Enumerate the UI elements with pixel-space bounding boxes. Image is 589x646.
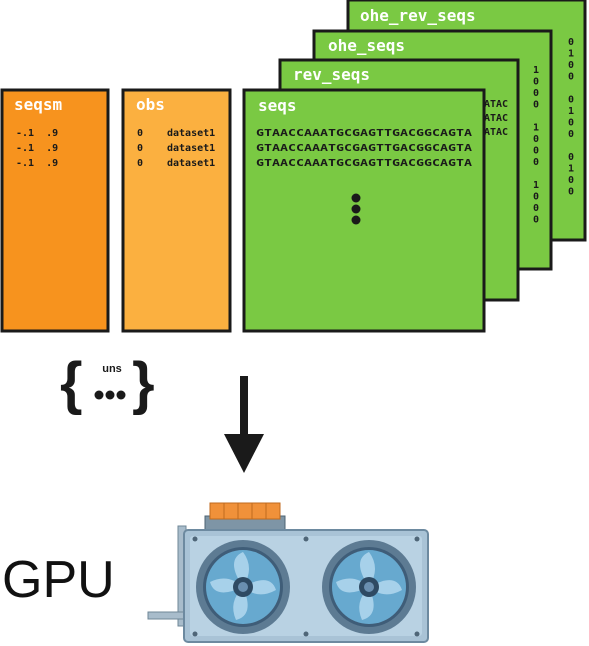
seqsm-row: -.1 .9 [16, 128, 58, 139]
uns-group: { } uns [60, 351, 155, 416]
seqs-sheet: seqs GTAACCAAATGCGAGTTGACGGCAGTA GTAACCA… [242, 88, 486, 333]
seqsm-title: seqsm [14, 95, 63, 114]
one-hot-digit: 0 [568, 152, 574, 163]
one-hot-digit: 0 [533, 134, 539, 145]
rev-seqs-title: rev_seqs [293, 65, 370, 84]
one-hot-digit: 0 [568, 37, 574, 48]
one-hot-digit: 0 [568, 129, 574, 140]
fan-icon [322, 540, 416, 634]
close-brace: } [132, 351, 155, 416]
one-hot-digit: 1 [568, 49, 574, 60]
one-hot-digit: 0 [533, 100, 539, 111]
obs-index: 0 [137, 143, 143, 154]
one-hot-digit: 0 [568, 175, 574, 186]
seqs-row: GTAACCAAATGCGAGTTGACGGCAGTA [256, 158, 472, 169]
rev-seqs-row: ATAC [484, 99, 508, 110]
seqsm-sheet: seqsm -.1 .9 -.1 .9 -.1 .9 [0, 88, 110, 333]
gpu-card-icon [147, 502, 429, 643]
seqsm-row: -.1 .9 [16, 158, 58, 169]
obs-title: obs [136, 95, 165, 114]
one-hot-digit: 0 [533, 157, 539, 168]
one-hot-digit: 1 [568, 106, 574, 117]
one-hot-digit: 0 [533, 192, 539, 203]
one-hot-digit: 0 [568, 187, 574, 198]
seqsm-row: -.1 .9 [16, 143, 58, 154]
seqs-title: seqs [258, 96, 297, 115]
vertical-ellipsis-icon [351, 193, 361, 225]
obs-index: 0 [137, 158, 143, 169]
one-hot-digit: 0 [533, 203, 539, 214]
horizontal-ellipsis-icon [94, 390, 126, 400]
one-hot-digit: 1 [568, 164, 574, 175]
one-hot-digit: 0 [533, 77, 539, 88]
one-hot-digit: 0 [533, 146, 539, 157]
open-brace: { [60, 351, 83, 416]
one-hot-digit: 0 [568, 95, 574, 106]
one-hot-digit: 0 [533, 215, 539, 226]
obs-value: dataset1 [167, 143, 215, 154]
uns-label: uns [102, 363, 122, 375]
obs-value: dataset1 [167, 158, 215, 169]
one-hot-digit: 0 [568, 118, 574, 129]
down-arrow-icon [224, 376, 264, 473]
one-hot-digit: 0 [568, 72, 574, 83]
seqs-row: GTAACCAAATGCGAGTTGACGGCAGTA [256, 143, 472, 154]
one-hot-digit: 0 [568, 60, 574, 71]
gpu-label: GPU [2, 551, 115, 609]
obs-index: 0 [137, 128, 143, 139]
obs-value: dataset1 [167, 128, 215, 139]
ohe-seqs-title: ohe_seqs [328, 36, 405, 55]
one-hot-digit: 1 [533, 65, 539, 76]
one-hot-digit: 0 [533, 88, 539, 99]
seqs-row: GTAACCAAATGCGAGTTGACGGCAGTA [256, 128, 472, 139]
rev-seqs-row: ATAC [484, 127, 508, 138]
rev-seqs-row: ATAC [484, 113, 508, 124]
one-hot-digit: 1 [533, 123, 539, 134]
ohe-rev-seqs-title: ohe_rev_seqs [360, 6, 476, 25]
obs-sheet: obs 0 dataset1 0 dataset1 0 dataset1 [121, 88, 232, 333]
fan-icon [196, 540, 290, 634]
one-hot-digit: 1 [533, 180, 539, 191]
